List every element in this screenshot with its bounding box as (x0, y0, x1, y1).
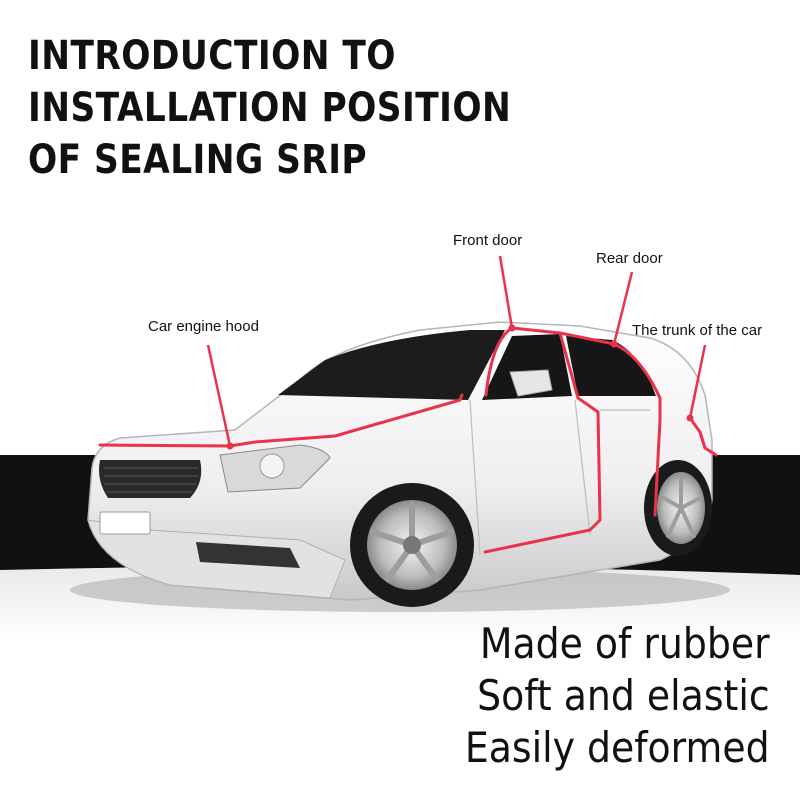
front-wheel (350, 483, 474, 607)
title-line-3: OF SEALING SRIP (28, 137, 368, 183)
leader-front-door (498, 255, 514, 329)
feature-item: Made of rubber (480, 619, 770, 668)
seal-strip-trunk (688, 416, 718, 457)
license-plate (99, 511, 151, 535)
label-trunk: The trunk of the car (632, 322, 763, 339)
front-grille (99, 460, 202, 498)
title-line-1: INTRODUCTION TO (28, 33, 396, 79)
lower-grille (196, 542, 300, 568)
feature-list: Made of rubber Soft and elastic Easily d… (465, 618, 770, 774)
title-line-2: INSTALLATION POSITION (28, 85, 512, 131)
label-rear-door: Rear door (596, 250, 663, 267)
rear-side-window (566, 336, 656, 396)
windshield (278, 330, 505, 400)
leader-trunk (688, 344, 707, 419)
label-car-engine-hood: Car engine hood (148, 318, 259, 335)
grille-slats (104, 467, 198, 493)
side-mirror (509, 369, 553, 397)
feature-item: Soft and elastic (477, 671, 770, 720)
callout-dots (226, 324, 694, 450)
seal-strip-hood (98, 393, 464, 448)
seal-strip-front-door (483, 326, 602, 554)
door-panel-lines (469, 399, 650, 556)
headlight-lens (259, 453, 285, 479)
leader-hood (206, 344, 232, 447)
page-title: INTRODUCTION TO INSTALLATION POSITION OF… (28, 30, 511, 186)
feature-item: Easily deformed (465, 723, 770, 772)
callout-leaders (206, 255, 707, 447)
leader-rear-door (612, 271, 634, 345)
rear-wheel (644, 460, 712, 556)
label-front-door: Front door (453, 232, 523, 249)
